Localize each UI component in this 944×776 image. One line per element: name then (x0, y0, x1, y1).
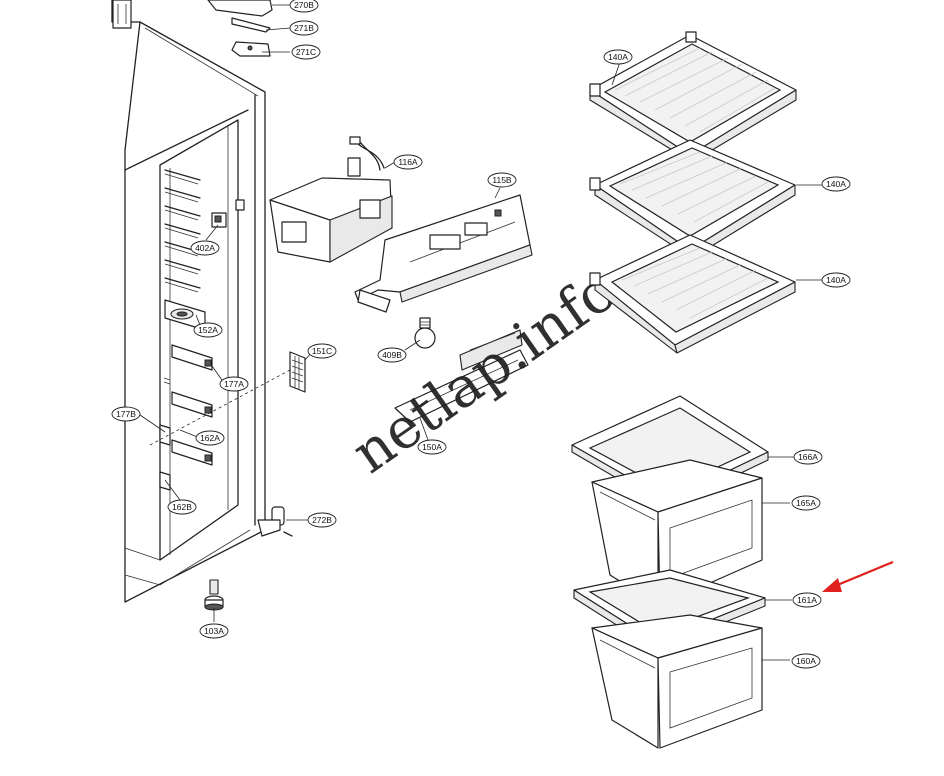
label-116a-text: 116A (398, 157, 418, 167)
label-270b-text: 270B (294, 0, 314, 10)
label-140a-top-text: 140A (608, 52, 628, 62)
vent-grille-151c (149, 351, 306, 446)
label-271b-text: 271B (294, 23, 314, 33)
shelf-ribs (164, 169, 201, 293)
label-152a-text: 152A (198, 325, 218, 335)
label-177a: 177A (219, 376, 249, 392)
label-161a-text: 161A (797, 595, 817, 605)
label-409b: 409B (377, 347, 407, 363)
label-103a: 103A (199, 623, 229, 639)
label-140a-middle-text: 140A (826, 179, 846, 189)
label-272b: 272B (307, 512, 337, 528)
label-402a-text: 402A (195, 243, 215, 253)
crisper-assembly (571, 395, 769, 749)
label-177a-text: 177A (224, 379, 244, 389)
label-150a: 150A (417, 439, 447, 455)
label-177b-text: 177B (116, 409, 136, 419)
label-166a-text: 166A (798, 452, 818, 462)
glass-shelf-1 (589, 31, 797, 163)
label-270b: 270B (289, 0, 319, 13)
label-162b: 162B (167, 499, 197, 515)
refrigerator-cabinet (111, 0, 293, 611)
evaporator-housing-116a (269, 136, 393, 263)
label-160a: 160A (791, 653, 821, 669)
bracket-177a (163, 344, 213, 418)
switch-402a (211, 199, 245, 228)
glass-shelf-2 (589, 139, 796, 259)
label-271b: 271B (289, 20, 319, 36)
label-166a: 166A (793, 449, 823, 465)
label-165a: 165A (791, 495, 821, 511)
label-162a-text: 162A (200, 433, 220, 443)
label-115b: 115B (487, 172, 517, 188)
label-271c: 271C (291, 44, 321, 60)
label-409b-text: 409B (382, 350, 402, 360)
label-103a-text: 103A (204, 626, 224, 636)
leader-lines (139, 4, 822, 661)
part-labels: 270B 271B 271C 116A 115B 402A 152A 409B … (111, 0, 851, 669)
label-160a-text: 160A (796, 656, 816, 666)
label-140a-middle: 140A (821, 176, 851, 192)
label-271c-text: 271C (296, 47, 316, 57)
label-140a-bottom: 140A (821, 272, 851, 288)
lamp-cover-150a (394, 329, 529, 423)
label-140a-bottom-text: 140A (826, 275, 846, 285)
label-165a-text: 165A (796, 498, 816, 508)
label-151c: 151C (307, 343, 337, 359)
lamp-bulb-409b (414, 317, 436, 349)
label-402a: 402A (190, 240, 220, 256)
control-panel-115b (354, 194, 533, 313)
crisper-drawer-160a (591, 614, 763, 749)
red-arrow-icon (822, 560, 894, 592)
label-161a: 161A (792, 592, 822, 608)
crisper-drawer-165a (591, 459, 763, 606)
hinge-272b (257, 506, 293, 537)
label-162a: 162A (195, 430, 225, 446)
label-150a-text: 150A (422, 442, 442, 452)
air-duct-152a (164, 299, 206, 331)
leveling-leg-103a (204, 579, 224, 611)
label-140a-top: 140A (603, 49, 633, 65)
label-116a: 116A (393, 154, 423, 170)
top-hinge-parts (207, 0, 273, 57)
label-177b: 177B (111, 406, 141, 422)
label-272b-text: 272B (312, 515, 332, 525)
glass-shelves (589, 31, 797, 354)
label-115b-text: 115B (492, 175, 512, 185)
label-152a: 152A (193, 322, 223, 338)
label-162b-text: 162B (172, 502, 192, 512)
label-151c-text: 151C (312, 346, 332, 356)
glass-shelf-3 (589, 234, 796, 354)
